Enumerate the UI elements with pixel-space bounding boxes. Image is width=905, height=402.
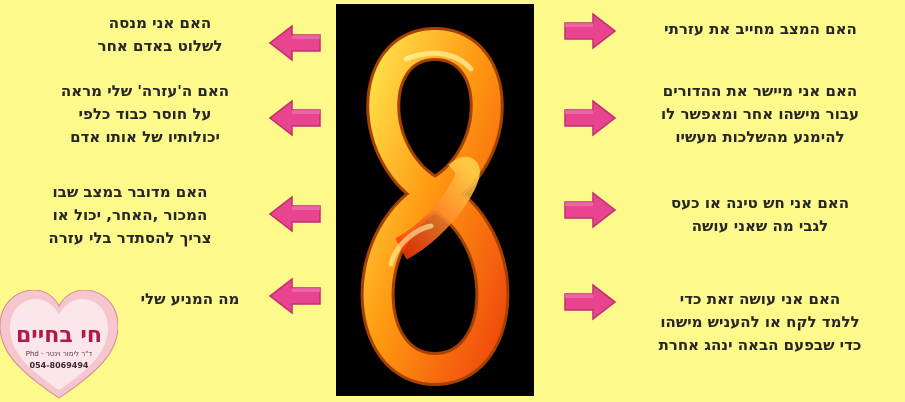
right-question-2-line-3: להימנע מהשלכות מעשיו [615,126,905,149]
center-panel [336,4,534,396]
arrow-left-icon [268,24,322,62]
left-question-2-line-2: על חוסר כבוד כלפי [30,103,260,126]
right-question-2-line-2: עבור מישהו אחר ומאפשר לו [615,103,905,126]
right-question-2: האם אני מיישר את ההדורים עבור מישהו אחר … [615,80,905,149]
left-question-1: האם אני מנסה לשלוט באדם אחר [60,12,260,58]
right-question-2-line-1: האם אני מיישר את ההדורים [615,80,905,103]
logo-name: ד"ר לימור וינטר - Phd [26,350,93,358]
figure-eight-icon [336,4,534,396]
left-question-1-line-1: האם אני מנסה [60,12,260,35]
left-question-3-line-1: האם מדובר במצב שבו [5,181,255,204]
arrow-right-icon [563,12,617,50]
left-question-2: האם ה'עזרה' שלי מראה על חוסר כבוד כלפי י… [30,80,260,149]
left-question-2-line-1: האם ה'עזרה' שלי מראה [30,80,260,103]
right-question-1-line-1: האם המצב מחייב את עזרתי [618,18,903,41]
right-question-3-line-1: האם אני חש טינה או כעס [625,192,895,215]
left-question-3-line-2: המכור ,האחר, יכול או [5,204,255,227]
arrow-left-icon [268,99,322,137]
arrow-right-icon [563,191,617,229]
arrow-left-icon [268,195,322,233]
left-question-3: האם מדובר במצב שבו המכור ,האחר, יכול או … [5,181,255,250]
right-question-4-line-2: ללמד לקח או להעניש מישהו [615,311,905,334]
right-question-4-line-1: האם אני עושה זאת כדי [615,288,905,311]
right-question-1: האם המצב מחייב את עזרתי [618,18,903,41]
right-question-4-line-3: כדי שבפעם הבאה ינהג אחרת [615,334,905,357]
left-question-4-line-1: מה המניע שלי [120,288,260,311]
right-question-4: האם אני עושה זאת כדי ללמד לקח או להעניש … [615,288,905,357]
logo-title: חי בחיים [16,323,102,348]
left-question-1-line-2: לשלוט באדם אחר [60,35,260,58]
left-question-4: מה המניע שלי [120,288,260,311]
arrow-left-icon [268,277,322,315]
arrow-right-icon [563,99,617,137]
logo-heart: חי בחיים ד"ר לימור וינטר - Phd 054-80694… [0,290,118,402]
left-question-3-line-3: צריך להסתדר בלי עזרה [5,227,255,250]
arrow-right-icon [563,283,617,321]
right-question-3-line-2: לגבי מה שאני עושה [625,215,895,238]
right-question-3: האם אני חש טינה או כעס לגבי מה שאני עושה [625,192,895,238]
logo-phone: 054-8069494 [30,361,89,370]
left-question-2-line-3: יכולותיו של אותו אדם [30,126,260,149]
